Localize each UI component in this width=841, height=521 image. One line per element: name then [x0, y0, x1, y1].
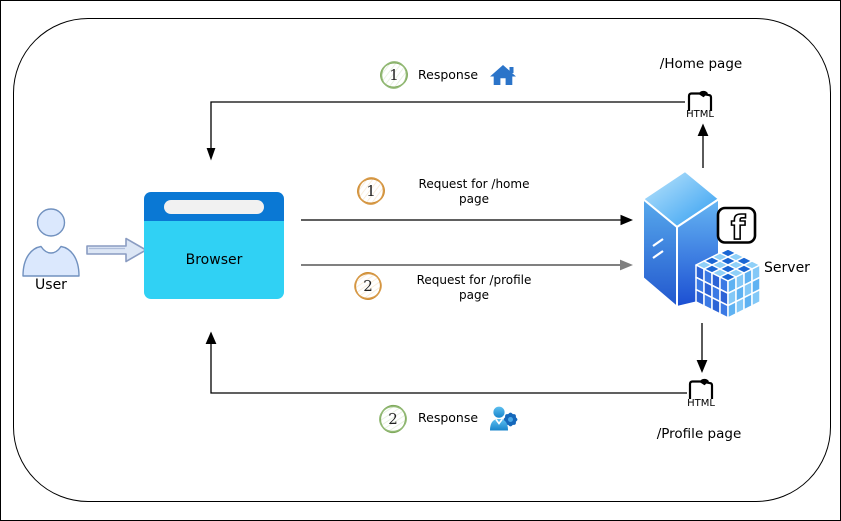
step-number: 1 [366, 182, 376, 200]
step-badge-request-home: 1 [357, 177, 385, 205]
html-file-icon-profile [688, 378, 714, 399]
profile-page-label: /Profile page [656, 426, 742, 442]
home-icon [490, 65, 516, 85]
browser-body: Browser [144, 221, 284, 299]
user-gear-icon [490, 406, 518, 431]
response-profile-label: Response [418, 410, 479, 425]
browser-titlebar [144, 192, 284, 221]
step-number: 2 [363, 277, 373, 295]
html-file-label-home: HTML [686, 109, 714, 120]
diagram-rounded-border [13, 18, 831, 502]
html-file-icon-home [687, 90, 713, 111]
facebook-icon: f [716, 206, 757, 245]
user-label: User [35, 277, 67, 293]
server-label: Server [764, 260, 810, 276]
browser-label: Browser [185, 252, 243, 268]
svg-text:f: f [731, 208, 746, 245]
html-file-label-profile: HTML [687, 398, 715, 409]
request-profile-label: Request for /profile page [416, 273, 532, 302]
step-number: 2 [388, 410, 398, 428]
response-home-label: Response [418, 67, 479, 82]
request-home-label: Request for /home page [418, 177, 530, 206]
step-badge-response-profile: 2 [379, 404, 407, 434]
step-badge-response-home: 1 [380, 61, 408, 89]
home-page-label: /Home page [659, 56, 743, 72]
browser-window: Browser [144, 192, 284, 299]
browser-addressbar [164, 200, 264, 214]
person-icon [22, 208, 80, 277]
step-badge-request-profile: 2 [354, 272, 382, 300]
block-arrow-icon [86, 237, 147, 263]
step-number: 1 [389, 66, 399, 84]
cube-icon [695, 248, 761, 319]
